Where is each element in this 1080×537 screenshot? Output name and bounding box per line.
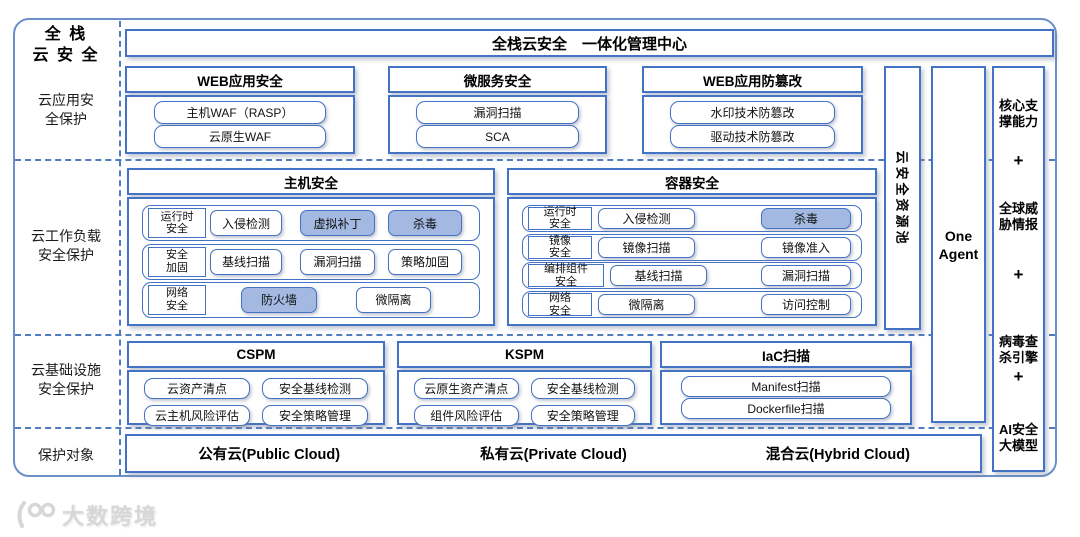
container-orchestration-group: 编排组件 安全 基线扫描 漏洞扫描: [522, 262, 862, 290]
host-runtime-group: 运行时 安全 入侵检测 虚拟补丁 杀毒: [142, 205, 480, 242]
panel-title: KSPM: [397, 341, 652, 368]
capability-chip: 漏洞扫描: [761, 265, 851, 287]
capability-chip: 微隔离: [356, 286, 431, 313]
section-label-cloud-app: 云应用安 全保护: [38, 92, 94, 127]
panel-title: 微服务安全: [388, 66, 607, 93]
capability-box: 云资产清点: [144, 378, 250, 399]
section-label-workload: 云工作负载 安全保护: [31, 228, 101, 263]
plus-icon: +: [1013, 265, 1024, 284]
panel-host-security: 主机安全 运行时 安全 入侵检测 虚拟补丁 杀毒 安全 加固 基线扫描 漏洞扫描…: [127, 168, 495, 326]
capability-chip: 镜像准入: [761, 236, 851, 258]
container-runtime-group: 运行时 安全 入侵检测 杀毒: [522, 204, 862, 232]
capability-chip: 入侵检测: [598, 207, 695, 229]
capability-chip: 虚拟补丁: [300, 210, 375, 237]
panel-title: CSPM: [127, 341, 385, 368]
row-divider-dashed: [15, 427, 1055, 429]
capability-chip: 基线扫描: [210, 248, 282, 275]
cloud-label-public: 公有云(Public Cloud): [198, 447, 341, 463]
panel-web-app-security: WEB应用安全 主机WAF（RASP） 云原生WAF: [125, 66, 355, 154]
panel-microservice-security: 微服务安全 漏洞扫描 SCA: [388, 66, 607, 154]
brand-watermark: 大数跨境: [14, 499, 158, 531]
host-hardening-group: 安全 加固 基线扫描 漏洞扫描 策略加固: [142, 243, 480, 280]
group-tag: 运行时 安全: [148, 208, 206, 239]
one-agent-column: One Agent: [931, 66, 986, 423]
capability-box: 组件风险评估: [414, 405, 519, 426]
core-capabilities-column: 核心支撑能力 + 全球威胁情报 + 病毒查杀引擎 + AI安全大模型: [992, 66, 1045, 472]
capability-label: 核心支撑能力: [998, 98, 1038, 129]
capability-chip: 入侵检测: [210, 210, 282, 237]
panel-title: IaC扫描: [660, 341, 912, 368]
resource-pool-label: 云安全资源池: [894, 149, 910, 247]
capability-box: Dockerfile扫描: [680, 397, 892, 419]
host-network-group: 网络 安全 防火墙 微隔离: [142, 281, 480, 318]
capability-box: Manifest扫描: [680, 376, 892, 398]
capability-chip: 访问控制: [761, 294, 851, 316]
sidebar-divider-dashed: [119, 21, 121, 475]
watermark-text: 大数跨境: [62, 504, 159, 529]
section-label-protected-objects: 保护对象: [38, 447, 94, 463]
group-tag: 网络 安全: [148, 284, 206, 315]
panel-title: WEB应用安全: [125, 66, 355, 93]
capability-box: 云原生资产清点: [414, 378, 519, 399]
capability-chip: 镜像扫描: [598, 236, 695, 258]
capability-box: 安全策略管理: [530, 405, 635, 426]
section-label-infrastructure: 云基础设施 安全保护: [31, 362, 101, 397]
capability-chip: 杀毒: [388, 210, 462, 237]
panel-cspm: CSPM 云资产清点 安全基线检测 云主机风险评估 安全策略管理: [127, 341, 385, 426]
group-tag: 网络 安全: [528, 292, 592, 317]
brand-title: 全 栈 云 安 全: [32, 26, 100, 64]
group-tag: 镜像 安全: [528, 235, 592, 259]
capability-box: 云主机风险评估: [144, 405, 250, 426]
capability-chip: 策略加固: [388, 248, 462, 275]
group-tag: 编排组件 安全: [528, 263, 604, 288]
group-tag: 运行时 安全: [528, 206, 592, 230]
capability-box: 安全基线检测: [262, 378, 368, 399]
watermark-logo-icon: [17, 501, 56, 528]
capability-box: 漏洞扫描: [415, 101, 580, 124]
protected-objects-bar: 公有云(Public Cloud) 私有云(Private Cloud) 混合云…: [125, 434, 982, 473]
management-center-banner: 全栈云安全 一体化管理中心: [125, 29, 1054, 57]
container-network-group: 网络 安全 微隔离 访问控制: [522, 291, 862, 319]
capability-box: 驱动技术防篡改: [670, 125, 835, 148]
panel-container-security: 容器安全 运行时 安全 入侵检测 杀毒 镜像 安全 镜像扫描 镜像准入 编排组件…: [507, 168, 877, 326]
capability-label: AI安全大模型: [998, 422, 1038, 453]
capability-box: 主机WAF（RASP）: [154, 101, 326, 124]
cloud-security-resource-pool-column: 云安全资源池: [884, 66, 921, 330]
capability-box: 云原生WAF: [154, 125, 326, 148]
panel-title: 容器安全: [507, 168, 877, 195]
panel-web-antitamper: WEB应用防篡改 水印技术防篡改 驱动技术防篡改: [642, 66, 863, 154]
capability-chip: 漏洞扫描: [300, 248, 375, 275]
capability-chip: 防火墙: [241, 286, 317, 313]
panel-kspm: KSPM 云原生资产清点 安全基线检测 组件风险评估 安全策略管理: [397, 341, 652, 426]
capability-chip: 杀毒: [761, 207, 851, 229]
cloud-label-hybrid: 混合云(Hybrid Cloud): [765, 447, 910, 463]
panel-iac-scan: IaC扫描 Manifest扫描 Dockerfile扫描: [660, 341, 912, 425]
capability-box: 安全策略管理: [262, 405, 368, 426]
cloud-label-private: 私有云(Private Cloud): [480, 447, 627, 463]
row-divider-dashed: [15, 159, 1055, 161]
container-image-group: 镜像 安全 镜像扫描 镜像准入: [522, 233, 862, 261]
group-tag: 安全 加固: [148, 246, 206, 277]
panel-title: WEB应用防篡改: [642, 66, 863, 93]
plus-icon: +: [1013, 151, 1024, 170]
panel-title: 主机安全: [127, 168, 495, 195]
plus-icon: +: [1013, 367, 1024, 386]
capability-box: SCA: [415, 125, 580, 148]
capability-box: 水印技术防篡改: [670, 101, 835, 124]
capability-box: 安全基线检测: [530, 378, 635, 399]
capability-chip: 基线扫描: [610, 265, 707, 287]
row-divider-dashed: [15, 334, 1055, 336]
capability-chip: 微隔离: [598, 294, 695, 316]
capability-label: 病毒查杀引擎: [998, 334, 1038, 365]
capability-label: 全球威胁情报: [998, 201, 1038, 232]
outer-frame: [13, 18, 1057, 477]
